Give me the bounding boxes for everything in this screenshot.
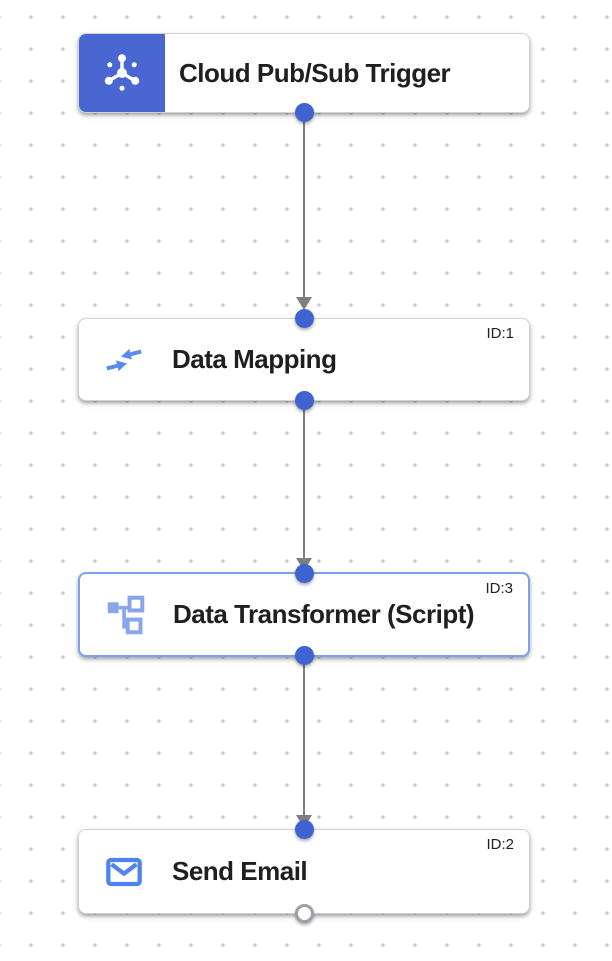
arrowhead-icon: [296, 297, 312, 310]
node-data-mapping[interactable]: ID:1 Data Mapping: [78, 309, 530, 410]
node-data-transformer-script[interactable]: ID:3 Data Transformer (Script): [78, 564, 530, 665]
data-transformer-icon: [105, 595, 145, 635]
edge-line: [302, 401, 306, 559]
node-title: Data Transformer (Script): [173, 599, 475, 629]
node-cloud-pubsub-trigger[interactable]: Cloud Pub/Sub Trigger: [78, 33, 530, 122]
edge-trigger-to-mapping: [295, 113, 313, 310]
email-icon: [104, 852, 144, 892]
node-id-badge: ID:3: [485, 580, 513, 597]
output-port[interactable]: [294, 646, 314, 665]
node-send-email[interactable]: ID:2 Send Email: [78, 820, 530, 923]
open-output-port[interactable]: [294, 904, 314, 923]
edge-mapping-to-transformer: [295, 401, 313, 571]
node-id-badge: ID:1: [486, 325, 514, 342]
input-port[interactable]: [294, 309, 314, 328]
output-port[interactable]: [294, 103, 314, 122]
input-port[interactable]: [294, 564, 314, 583]
pubsub-icon: [104, 54, 140, 91]
node-title: Cloud Pub/Sub Trigger: [179, 57, 451, 88]
node-title: Data Mapping: [172, 344, 337, 374]
input-port[interactable]: [294, 820, 314, 839]
data-mapping-icon: [104, 340, 144, 380]
edge-line: [302, 657, 306, 816]
node-id-badge: ID:2: [486, 836, 514, 853]
output-port[interactable]: [294, 391, 314, 410]
edge-line: [302, 113, 306, 298]
trigger-icon-block: [79, 34, 165, 112]
node-title: Send Email: [172, 856, 308, 886]
edge-transformer-to-email: [295, 657, 313, 828]
